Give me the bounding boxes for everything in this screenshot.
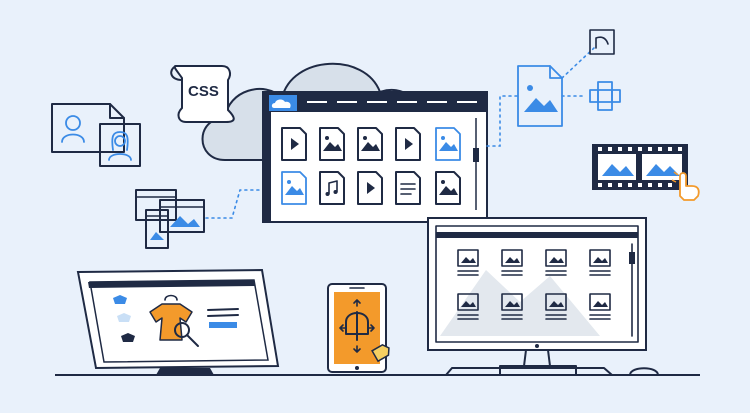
- add-to-cart-button[interactable]: [209, 322, 237, 328]
- media-library-window: [262, 91, 488, 223]
- large-image-file-icon: [517, 65, 563, 127]
- orange-tshirt-product-image[interactable]: [149, 294, 193, 341]
- male-user-icon: [61, 115, 85, 143]
- css-label: CSS: [188, 83, 219, 100]
- image-file-icon[interactable]: [357, 127, 383, 161]
- document-file-icon[interactable]: [395, 171, 421, 205]
- product-crop-icon[interactable]: [339, 299, 375, 353]
- female-user-icon: [108, 131, 132, 161]
- image-file-icon-selected[interactable]: [281, 171, 307, 205]
- keyboard: [445, 367, 613, 376]
- gallery-thumbnail-grid: [457, 249, 611, 320]
- desktop-monitor: [427, 217, 647, 376]
- magnifier-icon[interactable]: [174, 322, 199, 347]
- image-file-icon[interactable]: [435, 171, 461, 205]
- stacked-browser-windows: [135, 189, 205, 249]
- smartphone: [327, 283, 390, 373]
- tag-label-icon: [371, 343, 390, 363]
- scrollbar-thumb[interactable]: [473, 148, 479, 162]
- video-file-icon[interactable]: [357, 171, 383, 205]
- audio-file-icon[interactable]: [319, 171, 345, 205]
- image-file-icon[interactable]: [319, 127, 345, 161]
- video-file-icon[interactable]: [281, 127, 307, 161]
- dotted-connector-right: [486, 95, 519, 147]
- left-panel-strip: [263, 112, 271, 222]
- product-info-lines: [207, 308, 239, 328]
- cloud-logo-icon: [271, 99, 291, 108]
- monitor-scrollbar-thumb[interactable]: [629, 252, 635, 264]
- shop-thumbnail-list: [113, 295, 135, 342]
- user-profile-cards: [51, 103, 141, 167]
- resize-shape-icon: [589, 81, 621, 111]
- video-file-icon[interactable]: [395, 127, 421, 161]
- crop-corner-icon: [589, 29, 615, 55]
- pointer-hand-icon: [671, 171, 700, 201]
- dotted-connector-left: [205, 189, 263, 219]
- video-film-strip[interactable]: [592, 144, 688, 190]
- laptop: [76, 268, 280, 375]
- mouse: [629, 367, 659, 376]
- css-file-tag: CSS: [170, 65, 235, 123]
- image-file-icon-selected[interactable]: [435, 127, 461, 161]
- image-icon: [170, 216, 200, 227]
